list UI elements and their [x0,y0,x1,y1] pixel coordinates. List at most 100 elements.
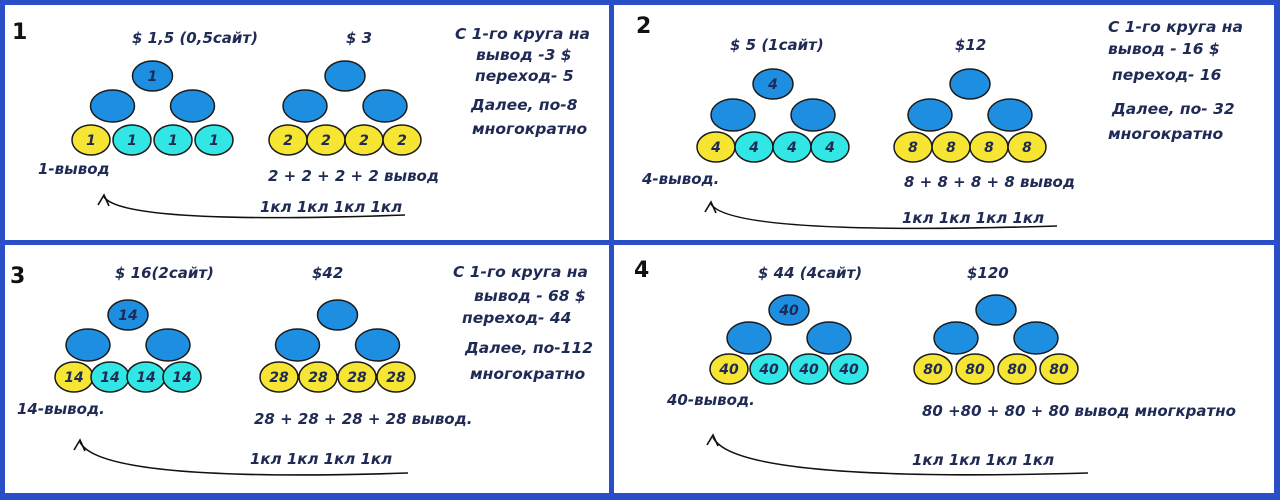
outer-border-left [0,0,5,500]
bottom-circle [749,353,789,385]
bottom-circle [829,353,869,385]
mid-circle-left [89,89,136,123]
top-circle [107,299,149,331]
price-left: $ 44 (4сайт) [758,264,863,282]
arrow-head [97,193,110,207]
clicks-label: 1кл 1кл 1кл 1кл [250,450,393,468]
withdraw-right: 28 + 28 + 28 + 28 вывод. [254,410,473,428]
circle-label: 2 [359,133,369,149]
circle-label: 28 [308,370,328,386]
note-line-2: вывод - 16 $ [1108,40,1220,58]
circle-label: 80 [965,362,985,378]
top-circle [131,60,174,92]
mid-circle-left [726,321,772,355]
bottom-circle [112,124,152,156]
panel-number: 1 [12,20,28,45]
note-line-4: Далее, по- 32 [1112,100,1235,118]
mid-circle-right [145,328,191,362]
panel-number: 4 [634,258,650,283]
circle-label: 14 [172,370,191,386]
bottom-circle [153,124,193,156]
circle-label: 14 [118,308,137,324]
note-line-3: переход- 44 [462,309,572,327]
price-left: $ 16(2сайт) [115,264,214,282]
mid-circle-right [987,98,1033,132]
arrow-head [73,438,86,452]
circle-label: 1 [209,133,219,149]
note-line-5: многократно [472,120,588,138]
note-line-3: переход- 5 [475,67,574,85]
circle-label: 40 [718,362,739,378]
circle-label: 40 [758,362,779,378]
return-arrow [79,441,409,476]
note-line-3: переход- 16 [1112,66,1222,84]
top-circle [975,294,1017,326]
circle-label: 8 [946,140,956,156]
top-circle [752,68,794,100]
circle-label: 2 [397,133,407,149]
circle-label: 14 [136,370,155,386]
withdraw-right: 8 + 8 + 8 + 8 вывод [904,173,1075,191]
note-line-4: Далее, по-112 [465,339,594,357]
bottom-circle [1007,131,1047,163]
circle-label: 14 [100,370,119,386]
circle-label: 2 [321,133,331,149]
price-right: $42 [312,264,344,282]
note-line-1: С 1-го круга на [455,25,590,43]
return-arrow [103,196,406,219]
mid-circle-left [282,89,328,123]
top-circle [949,68,991,100]
mid-circle-left [907,98,953,132]
circle-label: 80 [1049,362,1069,378]
circle-label: 4 [786,140,797,156]
withdraw-right: 2 + 2 + 2 + 2 вывод [268,167,439,185]
mid-circle-right [362,89,408,123]
arrow-head [704,200,717,214]
withdraw-right: 80 +80 + 80 + 80 вывод многкратно [922,402,1236,420]
withdraw-left: 4-вывод. [642,170,720,188]
price-right: $12 [955,36,987,54]
circle-label: 1 [127,133,137,149]
bottom-circle [71,124,111,156]
outer-border-top [0,0,1280,5]
circle-label: 8 [908,140,918,156]
panel-number: 3 [10,264,26,289]
clicks-label: 1кл 1кл 1кл 1кл [912,451,1055,469]
clicks-label: 1кл 1кл 1кл 1кл [902,209,1045,227]
bottom-circle [997,353,1037,385]
mid-circle-left [933,321,979,355]
price-right: $120 [967,264,1009,282]
withdraw-left: 14-вывод. [17,400,105,418]
circle-label: 14 [64,370,83,386]
mid-circle-right [790,98,836,132]
circle-label: 40 [778,303,799,319]
arrow-head [706,433,719,447]
bottom-circle [913,353,953,385]
top-circle [324,60,366,92]
circle-label: 40 [838,362,859,378]
circle-label: 28 [386,370,406,386]
bottom-circle [259,361,299,393]
bottom-circle [382,124,422,156]
bottom-circle [298,361,338,393]
price-left: $ 1,5 (0,5сайт) [132,29,258,47]
note-line-5: многократно [470,365,586,383]
bottom-circle [789,353,829,385]
bottom-circle [194,124,234,156]
circle-label: 1 [86,133,96,149]
bottom-circle [955,353,995,385]
top-circle [316,299,359,331]
return-arrow [710,203,1058,230]
note-line-5: многократно [1108,125,1224,143]
note-line-1: С 1-го круга на [1108,18,1243,36]
bottom-circle [810,131,850,163]
bottom-circle [709,353,749,385]
price-right: $ 3 [346,29,373,47]
bottom-circle [162,361,202,393]
outer-border-right [1274,0,1280,500]
clicks-label: 1кл 1кл 1кл 1кл [260,198,403,216]
price-left: $ 5 (1сайт) [730,36,824,54]
mid-circle-right [169,89,216,123]
bottom-circle [1039,353,1079,385]
